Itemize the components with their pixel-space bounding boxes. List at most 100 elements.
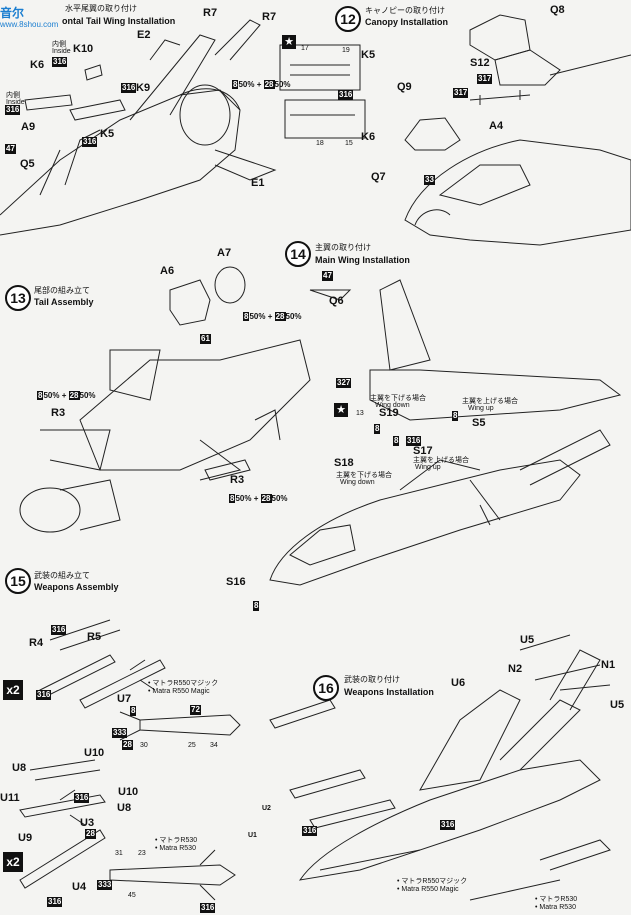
part-label: U4 — [72, 881, 87, 893]
paint-code: 316 — [406, 436, 422, 446]
paint-code: 333 — [97, 880, 113, 890]
note-wing-down-en: Wing down — [375, 402, 410, 409]
paint-code: 61 — [200, 334, 211, 344]
note-inside-en: Inside — [6, 99, 25, 106]
part-label: S19 — [379, 407, 399, 419]
note-wing-up-jp: 主翼を上げる場合 — [413, 457, 469, 464]
paint-code: 316 — [440, 820, 456, 830]
decal-number: 18 — [316, 140, 324, 147]
note-wing-down-en: Wing down — [340, 479, 375, 486]
paint-code: 8 — [130, 706, 137, 716]
paint-mix-callout: 850% + 2850% — [229, 494, 288, 503]
part-label: E1 — [251, 177, 265, 189]
note-wing-up-jp: 主翼を上げる場合 — [462, 398, 518, 405]
part-label: K6 — [361, 131, 376, 143]
weapon-name-jp: • マトラR550マジック — [148, 680, 219, 687]
decal-number: 17 — [301, 45, 309, 52]
paint-code: 28 — [122, 740, 133, 750]
part-label: Q8 — [550, 4, 565, 16]
step-13-number: 13 — [5, 285, 31, 311]
note-inside-jp: 内側 — [52, 41, 66, 48]
paint-code: 333 — [112, 728, 128, 738]
part-label: E2 — [137, 29, 151, 41]
paint-code: 327 — [336, 378, 352, 388]
step12-title-jp: キャノピーの取り付け — [365, 6, 445, 15]
part-label: S18 — [334, 457, 354, 469]
step13-tail-drawing — [19, 266, 311, 533]
paint-code: 8 — [452, 411, 459, 421]
paint-code: 47 — [5, 144, 16, 154]
paint-code: 72 — [190, 705, 201, 715]
step15-title-jp: 武装の組み立て — [34, 571, 90, 580]
note-inside-jp: 内側 — [6, 92, 20, 99]
step16-aircraft-drawing — [269, 634, 611, 901]
step-12-number: 12 — [335, 6, 361, 32]
part-label: U5 — [520, 634, 535, 646]
paint-code: 316 — [5, 105, 21, 115]
step14-aircraft-drawing — [269, 279, 622, 586]
step11-title-jp: 水平尾翼の取り付け — [65, 4, 137, 13]
part-label: Q5 — [20, 158, 35, 170]
part-label: U10 — [84, 747, 105, 759]
part-label: S16 — [226, 576, 246, 588]
weapon-name-jp: • マトラR530 — [535, 896, 578, 903]
step13-title-jp: 尾部の組み立て — [34, 286, 90, 295]
paint-code: 316 — [47, 897, 63, 907]
decal-number: 15 — [345, 140, 353, 147]
part-label: U7 — [117, 693, 132, 705]
part-label: U11 — [0, 792, 20, 804]
part-label: N1 — [601, 659, 616, 671]
part-label: U10 — [118, 786, 139, 798]
part-label: U2 — [262, 805, 271, 812]
paint-mix-callout: 850% + 2850% — [37, 391, 96, 400]
step15-title-en: Weapons Assembly — [34, 582, 119, 592]
paint-code: 316 — [74, 793, 90, 803]
step-16-number: 16 — [313, 675, 339, 701]
decal-number: 19 — [342, 47, 350, 54]
part-label: A9 — [21, 121, 36, 133]
paint-code: 47 — [322, 271, 333, 281]
part-label: U8 — [12, 762, 27, 774]
step13-title-en: Tail Assembly — [34, 297, 94, 307]
part-label: A7 — [217, 247, 232, 259]
paint-code: 316 — [200, 903, 216, 913]
part-number: 31 — [115, 850, 123, 857]
part-label: K5 — [100, 128, 115, 140]
decal-star-icon: ★ — [282, 35, 296, 49]
weapon-name-en: • Matra R530 — [155, 845, 196, 852]
weapon-name-jp: • マトラR530 — [155, 837, 198, 844]
paint-code: 316 — [338, 90, 354, 100]
part-label: U6 — [451, 677, 466, 689]
paint-code: 316 — [302, 826, 318, 836]
note-wing-up-en: Wing up — [468, 405, 494, 412]
step14-title-en: Main Wing Installation — [315, 255, 410, 265]
part-label: K10 — [73, 43, 94, 55]
paint-code: 317 — [453, 88, 469, 98]
paint-code: 316 — [51, 625, 67, 635]
part-label: S17 — [413, 445, 433, 457]
part-number: 23 — [138, 850, 146, 857]
paint-code: 8 — [253, 601, 260, 611]
step15-weapons-drawing — [19, 619, 241, 901]
paint-code: 316 — [121, 83, 137, 93]
part-number: 45 — [128, 892, 136, 899]
weapon-name-en: • Matra R550 Magic — [148, 688, 210, 695]
part-label: U9 — [18, 832, 33, 844]
note-wing-down-jp: 主翼を下げる場合 — [370, 395, 426, 402]
step11-title-en: ontal Tail Wing Installation — [62, 16, 176, 26]
part-label: U5 — [610, 699, 625, 711]
step12-canopy-drawing — [404, 14, 631, 246]
step-14-number: 14 — [285, 241, 311, 267]
paint-mix-callout: 850% + 2850% — [232, 80, 291, 89]
paint-code: 28 — [85, 829, 96, 839]
part-label: R7 — [203, 7, 218, 19]
part-label: R5 — [87, 631, 102, 643]
weapon-name-en: • Matra R550 Magic — [397, 886, 459, 893]
step11-fuselage-drawing — [0, 19, 277, 236]
quantity-x2-badge: x2 — [3, 852, 23, 872]
note-wing-down-jp: 主翼を下げる場合 — [336, 472, 392, 479]
note-inside-en: Inside — [52, 48, 71, 55]
part-label: R3 — [230, 474, 245, 486]
part-label: R7 — [262, 11, 277, 23]
